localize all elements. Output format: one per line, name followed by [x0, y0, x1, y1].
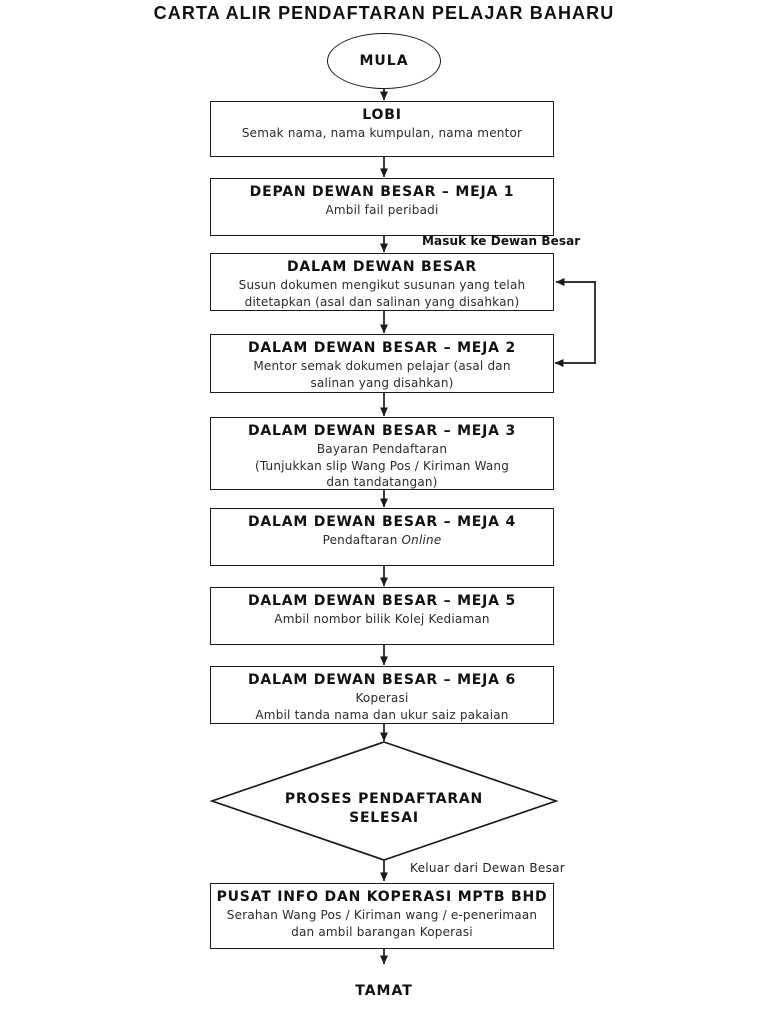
step-box-meja-5: DALAM DEWAN BESAR – MEJA 5 Ambil nombor … — [210, 587, 554, 645]
step-title: DALAM DEWAN BESAR – MEJA 2 — [247, 340, 517, 356]
step-box-meja-6: DALAM DEWAN BESAR – MEJA 6 Koperasi Ambi… — [210, 666, 554, 724]
step-line: Semak nama, nama kumpulan, nama mentor — [241, 126, 523, 140]
step-title: DALAM DEWAN BESAR – MEJA 6 — [247, 672, 517, 688]
step-line: Mentor semak dokumen pelajar (asal dan — [253, 359, 511, 373]
step-line-italic: Online — [401, 533, 442, 547]
step-title: LOBI — [362, 107, 402, 123]
step-line: dan ambil barangan Koperasi — [291, 924, 473, 939]
step-title: DALAM DEWAN BESAR – MEJA 4 — [247, 514, 517, 530]
page-title: CARTA ALIR PENDAFTARAN PELAJAR BAHARU — [153, 3, 615, 23]
step-box-meja-4: DALAM DEWAN BESAR – MEJA 4 Pendaftaran O… — [210, 508, 554, 566]
step-title: PUSAT INFO DAN KOPERASI MPTB BHD — [216, 889, 548, 905]
step-box-pusat-info: PUSAT INFO DAN KOPERASI MPTB BHD Serahan… — [210, 883, 554, 949]
step-box-meja-1: DEPAN DEWAN BESAR – MEJA 1 Ambil fail pe… — [210, 178, 554, 236]
step-box-lobi: LOBI Semak nama, nama kumpulan, nama men… — [210, 101, 554, 157]
step-box-dalam-dewan: DALAM DEWAN BESAR Susun dokumen mengikut… — [210, 253, 554, 311]
step-line: dan tandatangan) — [326, 475, 438, 489]
step-line: Susun dokumen mengikut susunan yang tela… — [238, 278, 526, 292]
step-line-prefix: Pendaftaran — [322, 533, 402, 547]
decision-label: PROSES PENDAFTARAN SELESAI — [250, 790, 518, 827]
step-line: Ambil nombor bilik Kolej Kediaman — [274, 612, 490, 626]
start-terminator: MULA — [327, 33, 441, 89]
step-line: (Tunjukkan slip Wang Pos / Kiriman Wang — [254, 458, 510, 473]
step-title: DALAM DEWAN BESAR — [287, 259, 477, 275]
step-line: Bayaran Pendaftaran — [316, 442, 448, 456]
decision-line-2: SELESAI — [349, 809, 419, 826]
step-line: Koperasi — [355, 691, 409, 705]
step-title: DALAM DEWAN BESAR – MEJA 5 — [247, 593, 517, 609]
step-line: salinan yang disahkan) — [310, 375, 454, 390]
decision-line-1: PROSES PENDAFTARAN — [284, 791, 484, 807]
end-label: TAMAT — [355, 983, 413, 999]
start-label: MULA — [359, 53, 409, 69]
step-line: Serahan Wang Pos / Kiriman wang / e-pene… — [226, 908, 538, 922]
edge-label-exit-hall: Keluar dari Dewan Besar — [410, 861, 566, 875]
step-title: DEPAN DEWAN BESAR – MEJA 1 — [249, 184, 515, 200]
step-line: ditetapkan (asal dan salinan yang disahk… — [244, 294, 520, 309]
step-box-meja-3: DALAM DEWAN BESAR – MEJA 3 Bayaran Penda… — [210, 417, 554, 490]
edge-label-enter-hall: Masuk ke Dewan Besar — [422, 234, 581, 248]
step-title: DALAM DEWAN BESAR – MEJA 3 — [247, 423, 517, 439]
step-box-meja-2: DALAM DEWAN BESAR – MEJA 2 Mentor semak … — [210, 334, 554, 393]
step-line: Ambil tanda nama dan ukur saiz pakaian — [255, 707, 509, 722]
step-line: Ambil fail peribadi — [325, 203, 439, 217]
step-line: Pendaftaran Online — [211, 532, 553, 549]
